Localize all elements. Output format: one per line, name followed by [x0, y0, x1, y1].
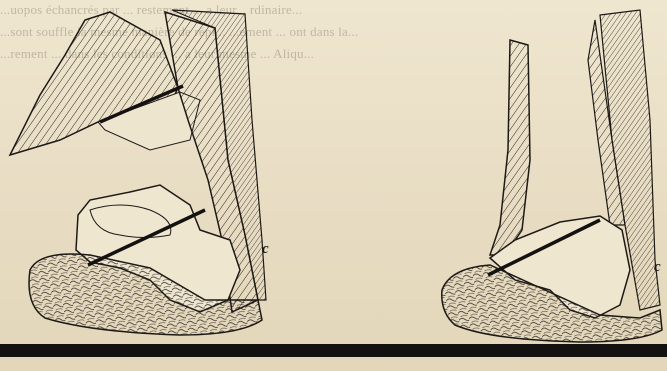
right-point-label: c: [654, 259, 661, 276]
ground-line: [0, 344, 667, 357]
left-point-label: c: [262, 241, 269, 258]
left-foot-diagram: [10, 10, 266, 335]
right-tibia-bone: [490, 40, 530, 255]
right-foot-diagram: [442, 10, 662, 342]
